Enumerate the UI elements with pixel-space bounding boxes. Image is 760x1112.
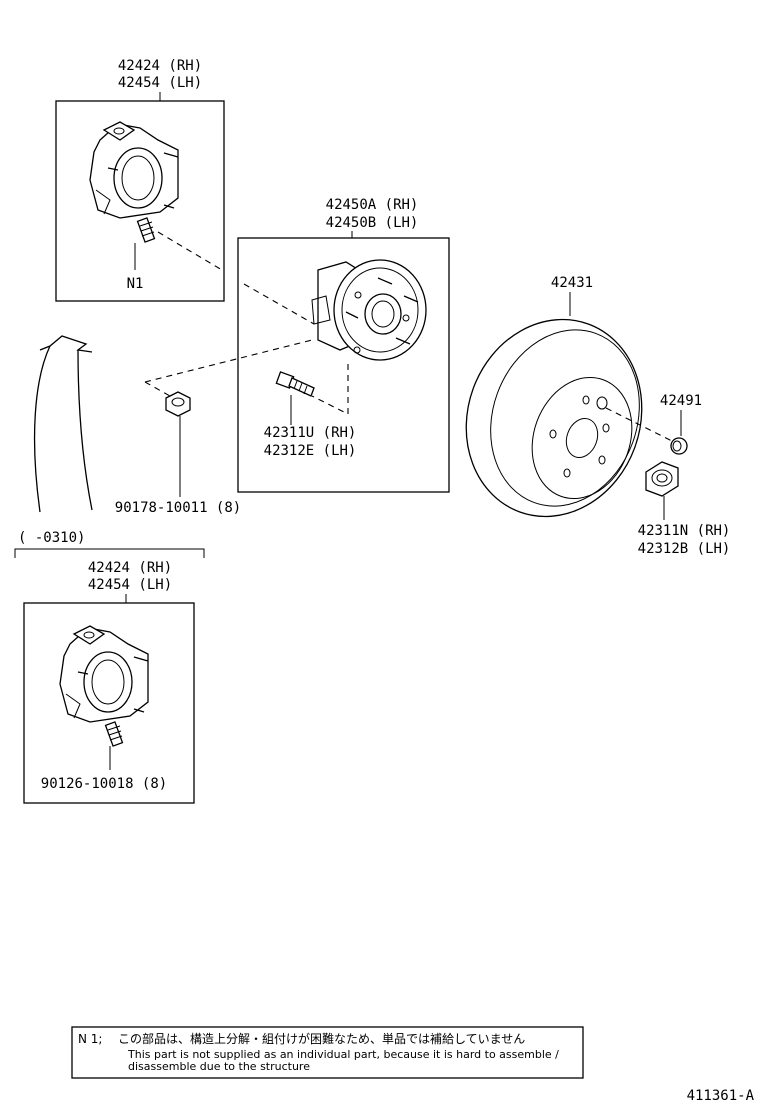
knuckle-top-group: 42424 (RH) 42454 (LH) N1 xyxy=(55,58,225,302)
knuckle-bottom-stud-label: 90126-10018 (8) xyxy=(41,776,167,792)
disc-label: 42431 xyxy=(551,275,593,291)
hub-bearing-group: 42450A (RH) 42450B (LH) xyxy=(237,197,450,493)
hub-bolt-icon xyxy=(275,371,315,397)
knuckle-bottom-icon xyxy=(59,625,149,723)
plug-group: 42491 xyxy=(660,393,702,455)
knuckle-top-icon xyxy=(89,121,179,219)
nut-group: 90178-10011 (8) xyxy=(115,391,241,516)
note-box: N 1; この部品は、構造上分解・組付けが困難なため、単品では補給していません … xyxy=(71,1026,584,1079)
hub-bearing-box xyxy=(237,237,450,493)
brake-disc-icon xyxy=(465,318,643,518)
disc-group: 42431 xyxy=(465,275,643,518)
knuckle-bottom-box xyxy=(23,602,195,804)
hub-bolt-label-rh: 42311U (RH) xyxy=(264,425,357,441)
replacement-arrow-icon xyxy=(33,335,93,513)
note-japanese: この部品は、構造上分解・組付けが困難なため、単品では補給していません xyxy=(118,1031,525,1046)
plug-label: 42491 xyxy=(660,393,702,409)
knuckle-bottom-range: ( -0310) xyxy=(18,530,85,546)
hub-bearing-icon xyxy=(311,259,427,361)
lug-nut-label-rh: 42311N (RH) xyxy=(638,523,731,539)
note-english-line1: This part is not supplied as an individu… xyxy=(127,1048,559,1061)
knuckle-bottom-stud-icon xyxy=(104,721,124,747)
hub-bearing-label-rh: 42450A (RH) xyxy=(326,197,419,213)
lug-nut-icon xyxy=(645,461,679,497)
lug-nut-label-lh: 42312B (LH) xyxy=(638,541,731,557)
nut-label: 90178-10011 (8) xyxy=(115,500,241,516)
knuckle-top-label-lh: 42454 (LH) xyxy=(118,75,202,91)
figure-id: 411361-A xyxy=(687,1088,755,1104)
note-ref-label: N1 xyxy=(127,276,144,292)
nut-icon xyxy=(165,391,191,417)
plug-icon xyxy=(670,437,688,455)
knuckle-top-label-rh: 42424 (RH) xyxy=(118,58,202,74)
note-ref: N 1; xyxy=(78,1032,102,1046)
hub-bearing-label-lh: 42450B (LH) xyxy=(326,215,419,231)
knuckle-bottom-label-lh: 42454 (LH) xyxy=(88,577,172,593)
knuckle-top-box xyxy=(55,100,225,302)
hub-bolt-label-lh: 42312E (LH) xyxy=(264,443,357,459)
knuckle-bottom-label-rh: 42424 (RH) xyxy=(88,560,172,576)
knuckle-top-stud-icon xyxy=(136,217,156,243)
lug-nut-group: 42311N (RH) 42312B (LH) xyxy=(638,461,731,557)
knuckle-bottom-group: ( -0310) 42424 (RH) 42454 (LH) 90126-100… xyxy=(14,530,205,804)
note-english-line2: disassemble due to the structure xyxy=(128,1060,310,1073)
